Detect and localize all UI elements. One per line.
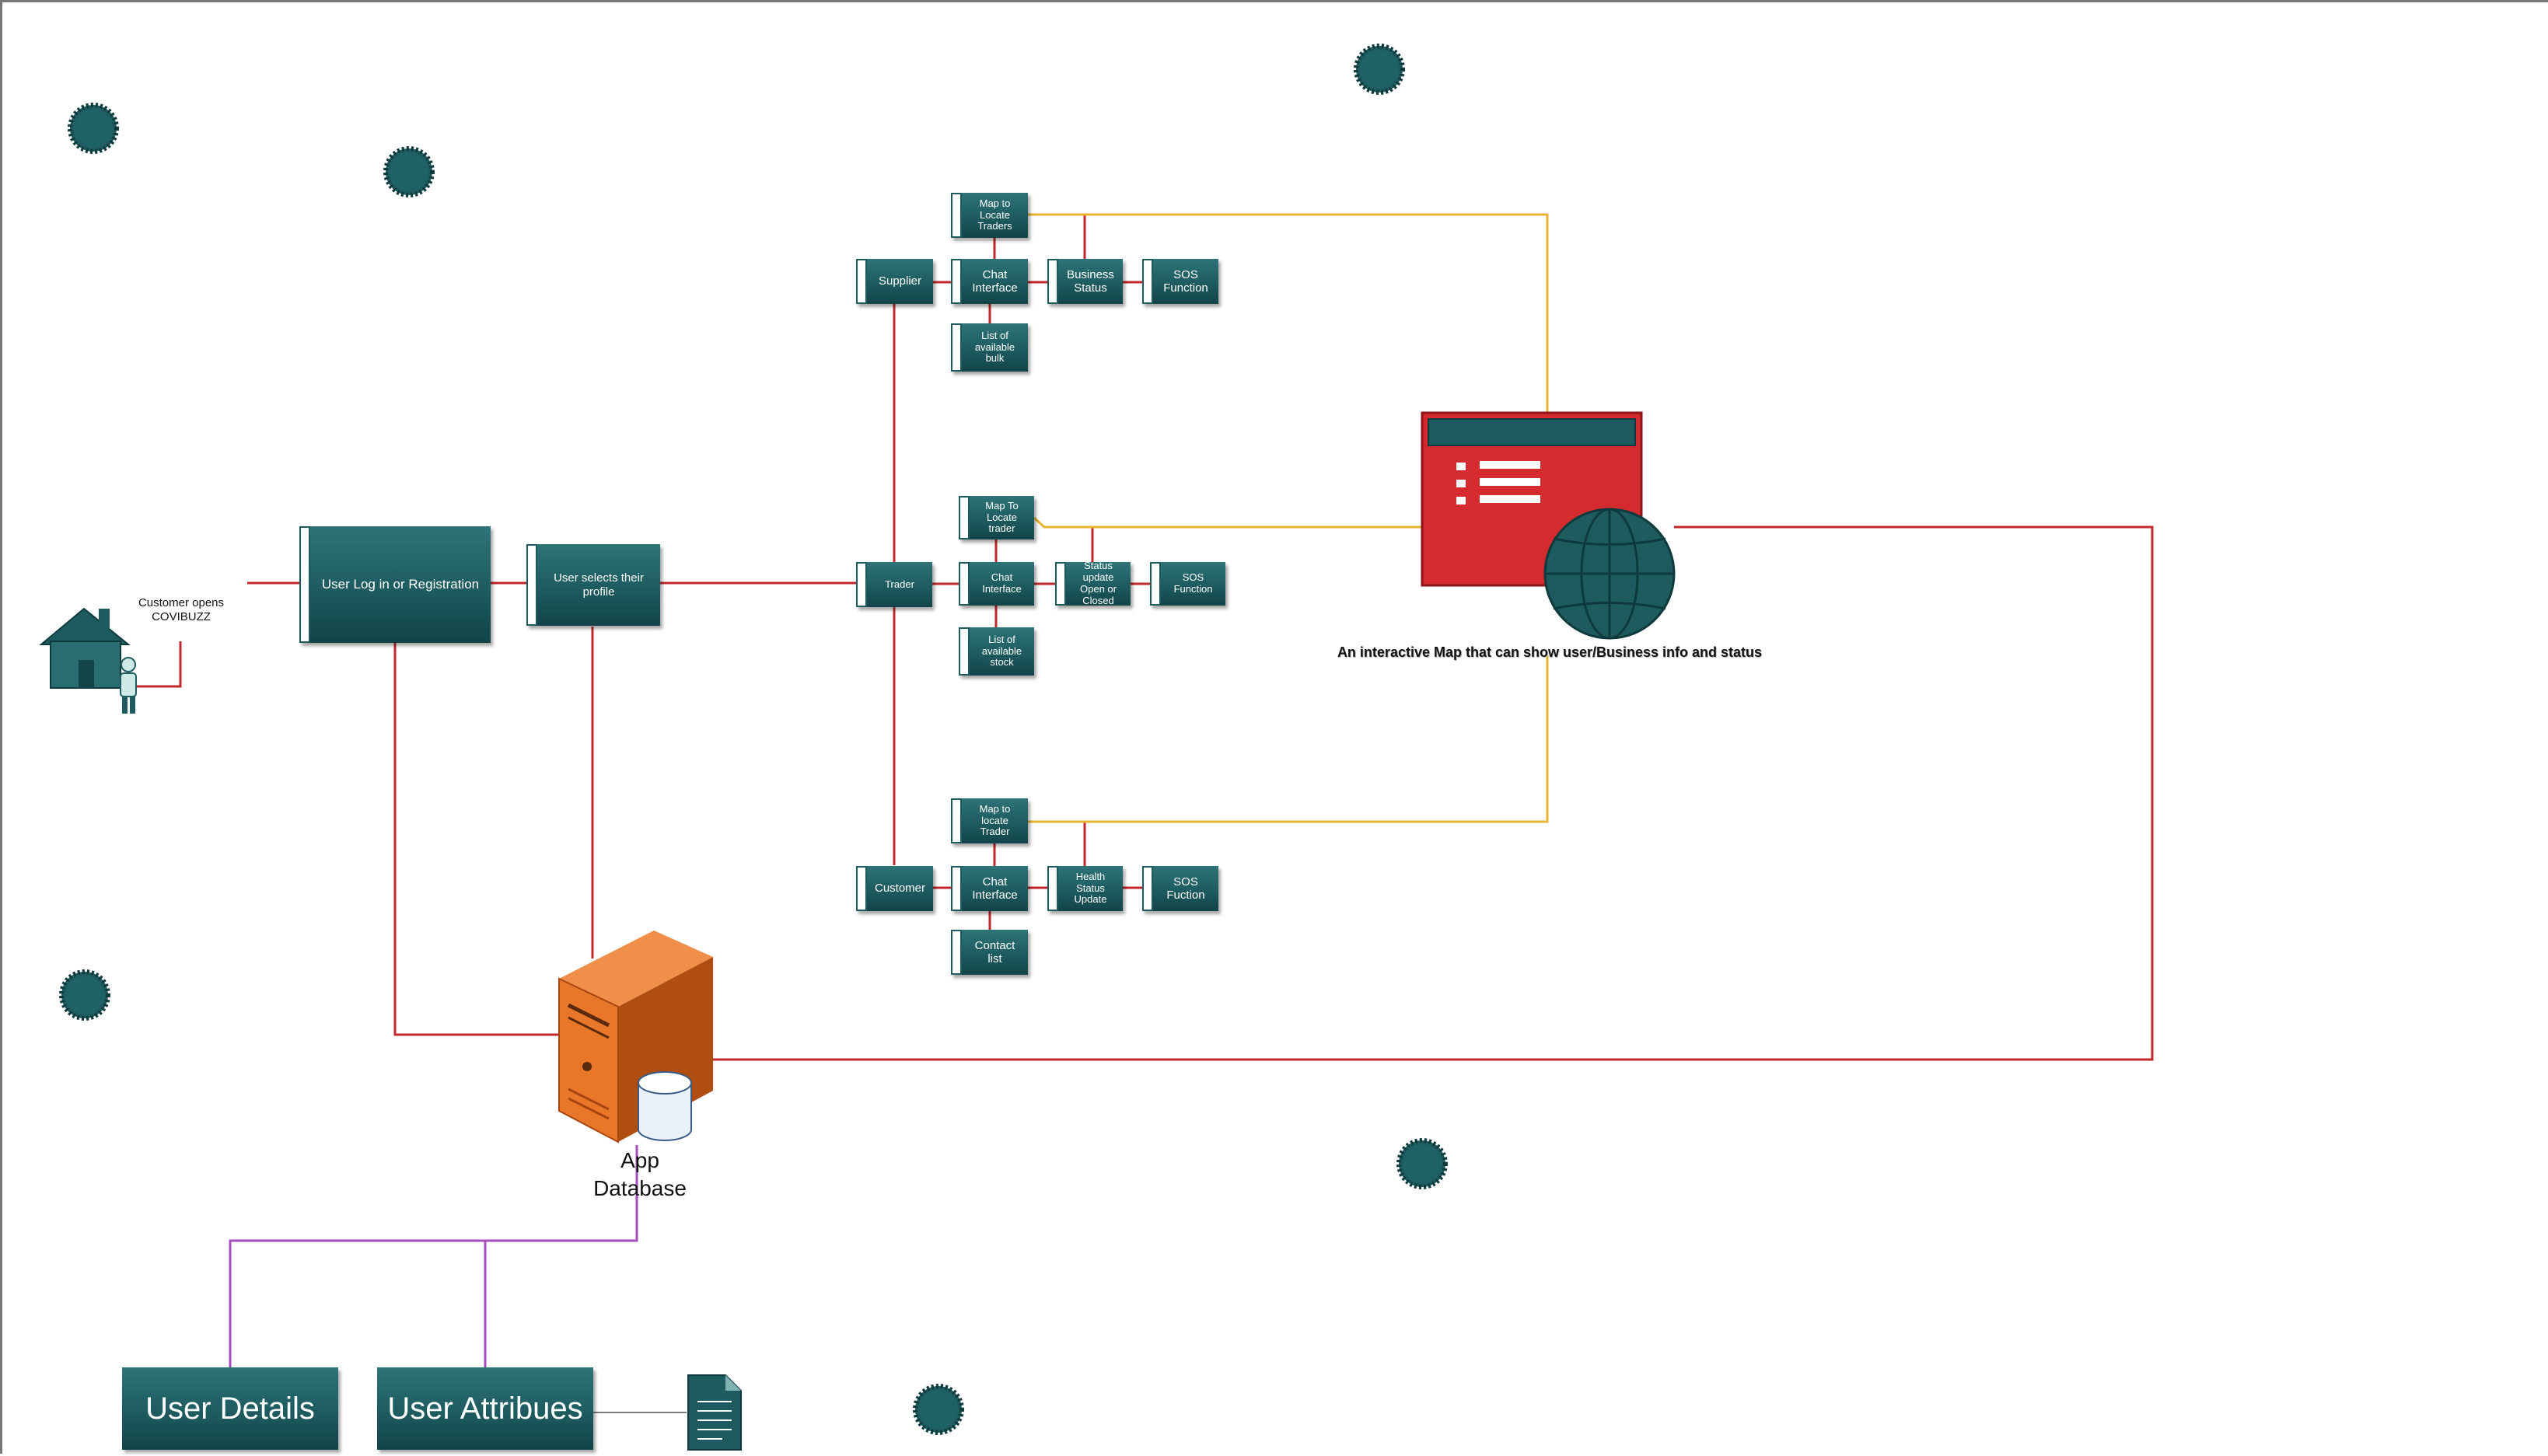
database-caption: App Database bbox=[593, 1148, 687, 1201]
trader-list-label: List of available stock bbox=[981, 633, 1022, 669]
connector-start-login bbox=[133, 641, 182, 688]
login-registration-node[interactable]: User Log in or Registration bbox=[299, 526, 491, 643]
supplier-status-label: Business Status bbox=[1067, 267, 1114, 295]
login-registration-label: User Log in or Registration bbox=[321, 577, 480, 592]
gear-icon bbox=[68, 103, 119, 154]
trader-list-node[interactable]: List of available stock bbox=[959, 627, 1034, 676]
connector-database-map bbox=[713, 525, 2154, 1061]
select-profile-label: User selects their profile bbox=[554, 571, 644, 599]
connector-trader-map bbox=[1033, 516, 1422, 529]
connector-customer-map bbox=[1028, 655, 1549, 823]
gear-icon bbox=[59, 969, 110, 1021]
gear-icon bbox=[1354, 44, 1405, 95]
supplier-map-node[interactable]: Map to Locate Traders bbox=[951, 193, 1028, 238]
gear-icon bbox=[383, 146, 435, 197]
start-caption: Customer opens COVIBUZZ bbox=[138, 596, 225, 623]
supplier-map-label: Map to Locate Traders bbox=[977, 197, 1012, 232]
customer-chat-label: Chat Interface bbox=[972, 875, 1018, 902]
supplier-node[interactable]: Supplier bbox=[856, 259, 933, 304]
customer-node[interactable]: Customer bbox=[856, 866, 933, 911]
select-profile-node[interactable]: User selects their profile bbox=[526, 544, 660, 626]
customer-status-label: Health Status Update bbox=[1074, 870, 1107, 906]
connector-supplier-map bbox=[1028, 213, 1549, 413]
trader-status-label: Status update Open or Closed bbox=[1080, 560, 1117, 606]
gear-icon bbox=[1396, 1138, 1448, 1189]
gear-icon bbox=[913, 1384, 964, 1435]
database-cylinder-icon bbox=[638, 1071, 692, 1141]
supplier-label: Supplier bbox=[878, 274, 922, 288]
connector-login-database bbox=[393, 643, 562, 1036]
customer-list-node[interactable]: Contact list bbox=[951, 930, 1028, 975]
document-icon bbox=[687, 1374, 742, 1451]
customer-chat-node[interactable]: Chat Interface bbox=[951, 866, 1028, 911]
customer-map-node[interactable]: Map to locate Trader bbox=[951, 798, 1028, 843]
customer-map-label: Map to locate Trader bbox=[979, 802, 1011, 838]
user-attributes-table[interactable]: User Attribues bbox=[377, 1367, 593, 1450]
trader-sos-label: SOS Function bbox=[1173, 571, 1213, 595]
map-caption: An interactive Map that can show user/Bu… bbox=[1337, 644, 1763, 660]
supplier-sos-label: SOS Function bbox=[1163, 267, 1208, 295]
globe-icon bbox=[1543, 508, 1676, 640]
person-icon bbox=[120, 657, 137, 714]
trader-map-label: Map To Locate trader bbox=[985, 499, 1019, 535]
user-details-table[interactable]: User Details bbox=[122, 1367, 338, 1450]
trader-map-node[interactable]: Map To Locate trader bbox=[959, 496, 1034, 539]
customer-label: Customer bbox=[874, 882, 926, 896]
trader-status-node[interactable]: Status update Open or Closed bbox=[1055, 560, 1131, 606]
customer-list-label: Contact list bbox=[974, 938, 1015, 965]
user-details-label: User Details bbox=[145, 1391, 315, 1426]
connector-database-tables bbox=[229, 1145, 638, 1367]
trader-chat-label: Chat Interface bbox=[982, 571, 1022, 595]
customer-sos-node[interactable]: SOS Fuction bbox=[1142, 866, 1218, 911]
trader-chat-node[interactable]: Chat Interface bbox=[959, 562, 1034, 606]
supplier-status-node[interactable]: Business Status bbox=[1047, 259, 1123, 304]
trader-sos-node[interactable]: SOS Function bbox=[1150, 562, 1225, 606]
trader-label: Trader bbox=[885, 578, 914, 590]
supplier-chat-node[interactable]: Chat Interface bbox=[951, 259, 1028, 304]
user-attributes-label: User Attribues bbox=[387, 1391, 583, 1426]
supplier-chat-label: Chat Interface bbox=[972, 267, 1018, 295]
supplier-list-node[interactable]: List of available bulk bbox=[951, 323, 1028, 372]
house-icon bbox=[39, 607, 131, 689]
customer-status-node[interactable]: Health Status Update bbox=[1047, 866, 1123, 911]
customer-sos-label: SOS Fuction bbox=[1166, 875, 1205, 902]
supplier-sos-node[interactable]: SOS Function bbox=[1142, 259, 1218, 304]
supplier-list-label: List of available bulk bbox=[974, 329, 1015, 365]
trader-node[interactable]: Trader bbox=[856, 562, 932, 607]
